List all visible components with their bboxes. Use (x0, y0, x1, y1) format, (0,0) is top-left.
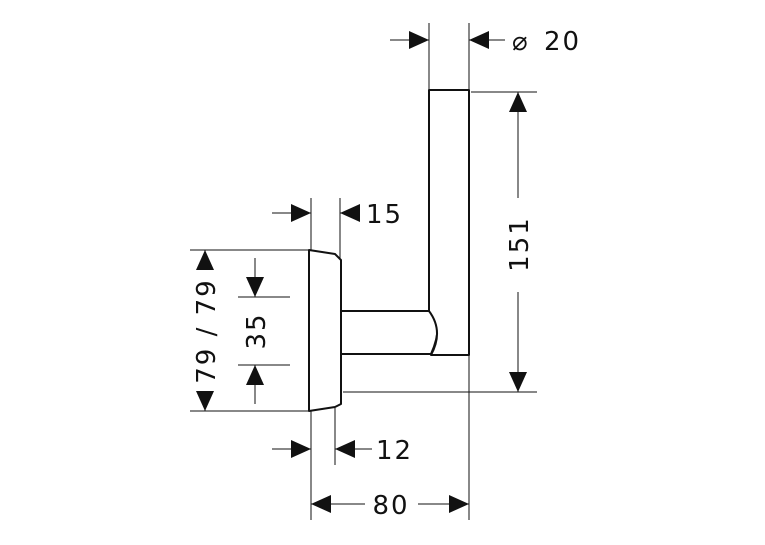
dimension-total-depth: 80 (311, 491, 469, 521)
dimension-center-distance: 35 (242, 258, 272, 404)
flange-top-value: 15 (366, 200, 403, 230)
wall-rosette (308, 249, 342, 412)
dimension-flange-top: 15 (272, 200, 403, 230)
flange-bottom-value: 12 (376, 436, 413, 466)
horizontal-arm (340, 310, 439, 355)
diameter-symbol: ⌀ (512, 27, 530, 57)
dimension-diameter: ⌀ 20 (390, 27, 581, 57)
dimension-flange-bottom: 12 (272, 436, 413, 466)
diameter-value: 20 (544, 27, 581, 57)
total-depth-value: 80 (372, 491, 409, 521)
vertical-rod (428, 89, 470, 356)
rosette-span-value: 79 / 79 (192, 278, 222, 383)
center-distance-value: 35 (242, 312, 272, 349)
dimension-height: 151 (505, 92, 535, 392)
height-value: 151 (505, 216, 535, 272)
extension-lines (190, 23, 537, 520)
product-outline (308, 89, 470, 412)
dimension-rosette-span: 79 / 79 (192, 250, 222, 411)
